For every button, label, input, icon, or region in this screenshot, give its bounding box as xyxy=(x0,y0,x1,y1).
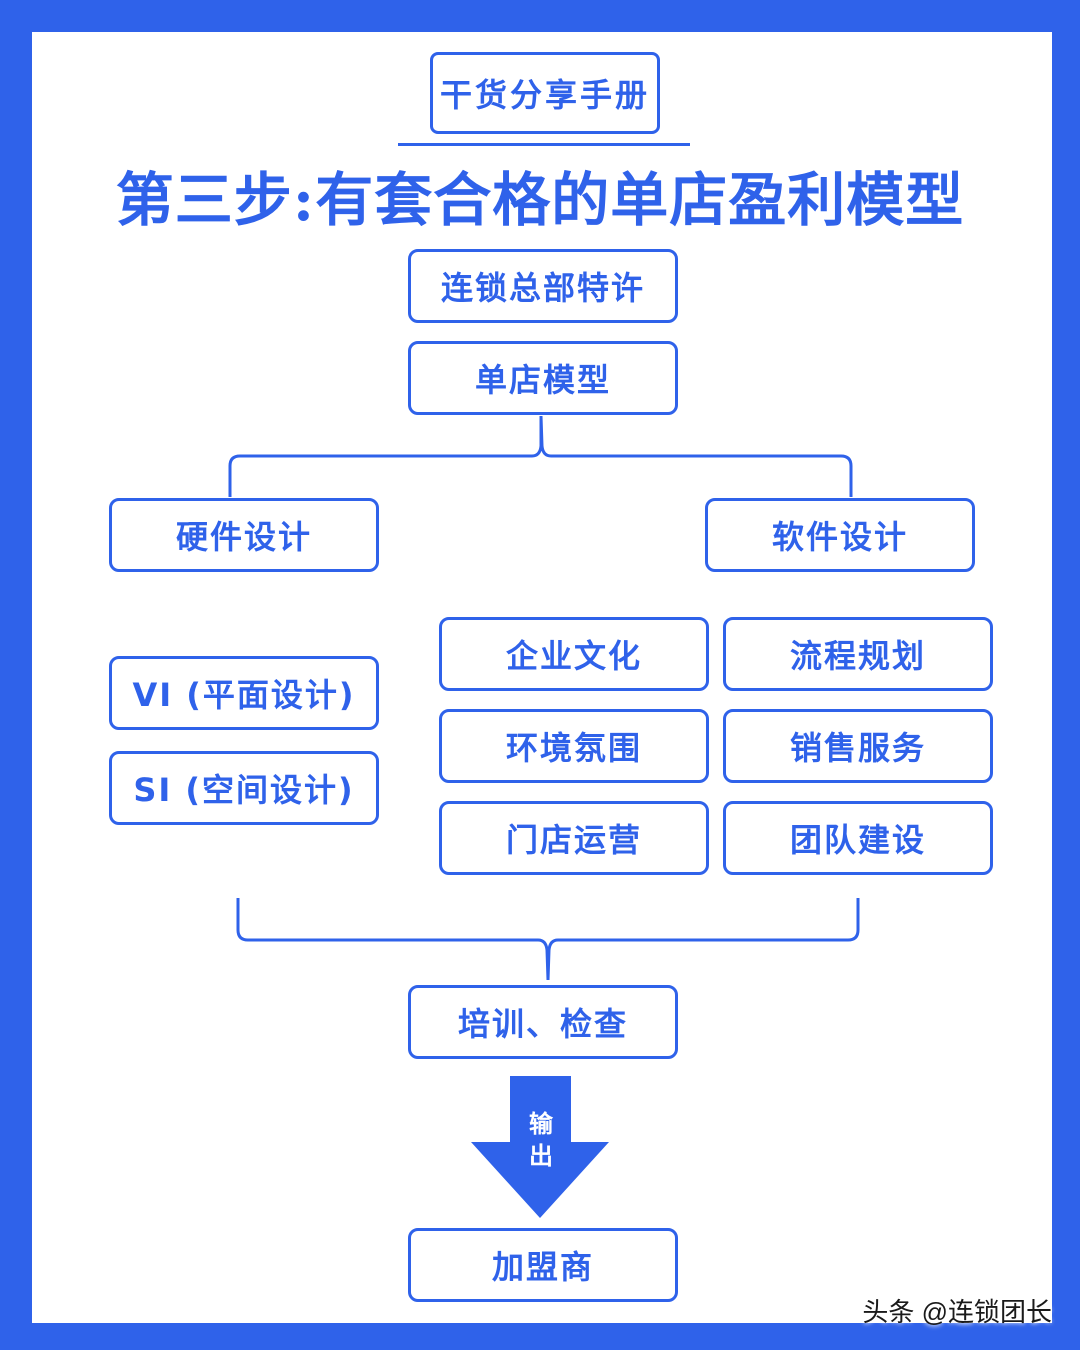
process-planning-box: 流程规划 xyxy=(723,617,993,691)
page-title: 第三步:有套合格的单店盈利模型 xyxy=(115,166,965,234)
software-design-box: 软件设计 xyxy=(705,498,975,572)
franchise-box: 连锁总部特许 xyxy=(408,249,678,323)
franchisee-box: 加盟商 xyxy=(408,1228,678,1302)
si-box: SI (空间设计) xyxy=(109,751,379,825)
title-divider xyxy=(398,143,690,146)
hardware-design-box: 硬件设计 xyxy=(109,498,379,572)
environment-box: 环境氛围 xyxy=(439,709,709,783)
store-operation-box: 门店运营 xyxy=(439,801,709,875)
handbook-tag: 干货分享手册 xyxy=(430,52,660,134)
store-model-box: 单店模型 xyxy=(408,341,678,415)
vi-box: VI (平面设计) xyxy=(109,656,379,730)
sales-service-box: 销售服务 xyxy=(723,709,993,783)
culture-box: 企业文化 xyxy=(439,617,709,691)
team-building-box: 团队建设 xyxy=(723,801,993,875)
output-label: 输出 xyxy=(529,1110,553,1170)
training-box: 培训、检查 xyxy=(408,985,678,1059)
source-watermark: 头条 @连锁团长 xyxy=(862,1297,1052,1327)
